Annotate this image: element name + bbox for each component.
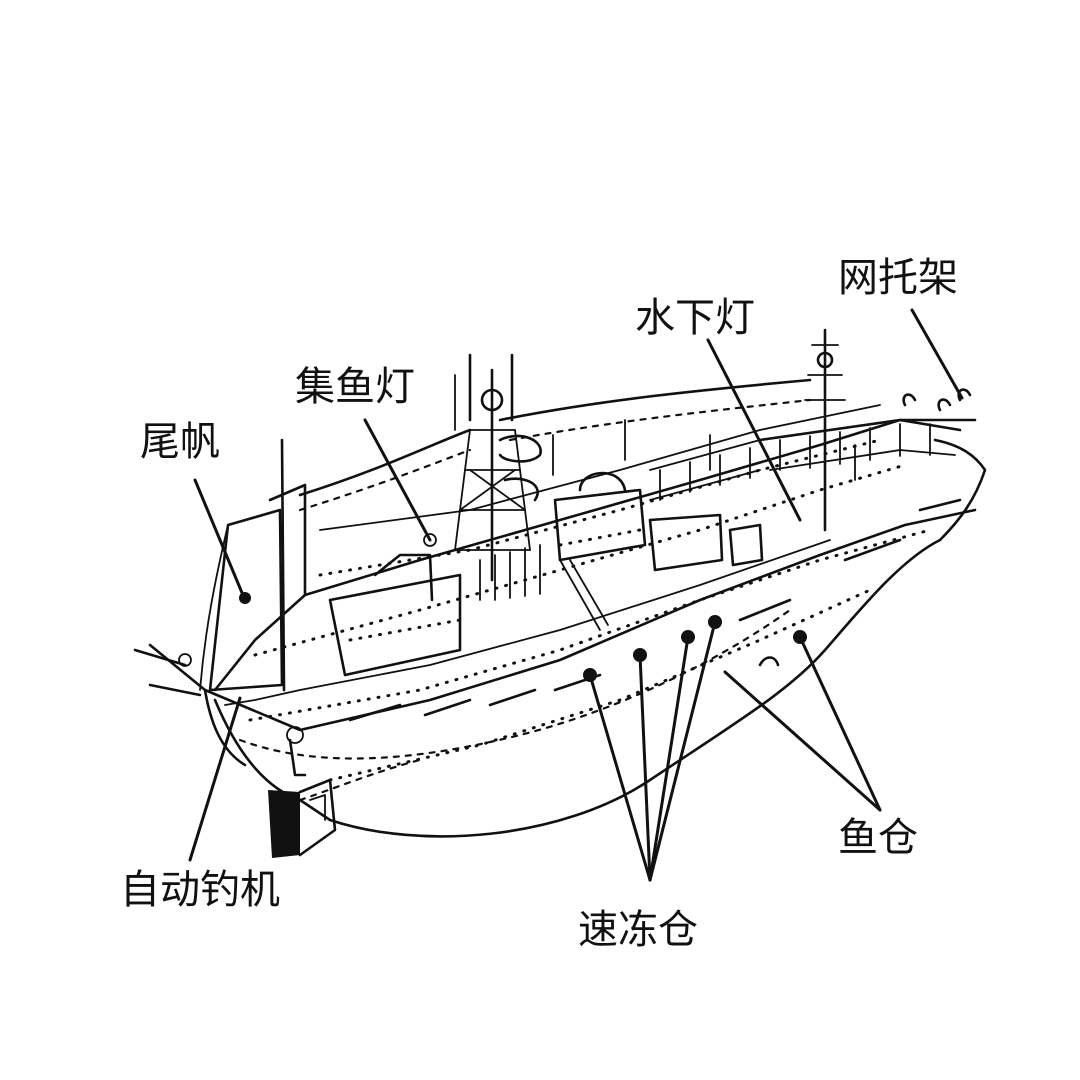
leader-auto-jigging-machine [188,696,242,862]
leader-stern-sail [193,478,247,602]
hold-markers [583,615,807,682]
fore-deck-rack [649,388,972,501]
leader-quick-freeze-1 [588,673,652,882]
deck [133,404,977,777]
label-underwater-light: 水下灯 [635,295,755,341]
label-net-rack: 网托架 [838,255,958,301]
leader-fish-hold-1 [723,670,882,812]
light-line [239,374,856,604]
stern-sail [199,438,286,692]
label-fish-gathering-light: 集鱼灯 [295,364,415,410]
leader-underwater-light [706,338,802,522]
leader-fish-gathering-light [363,418,432,542]
label-auto-jigging-machine: 自动钓机 [120,867,280,913]
leader-quick-freeze-4 [648,620,717,882]
leader-net-rack [910,308,964,400]
superstructure [328,471,764,677]
leader-fish-hold-2 [798,635,882,812]
leader-quick-freeze-2 [638,653,652,882]
label-stern-sail: 尾帆 [140,419,220,465]
leader-quick-freeze-3 [648,635,690,882]
label-fish-hold: 鱼仓 [838,815,918,861]
label-quick-freeze-hold: 速冻仓 [578,907,698,953]
main-mast [454,353,542,582]
leader-lines [188,308,964,882]
